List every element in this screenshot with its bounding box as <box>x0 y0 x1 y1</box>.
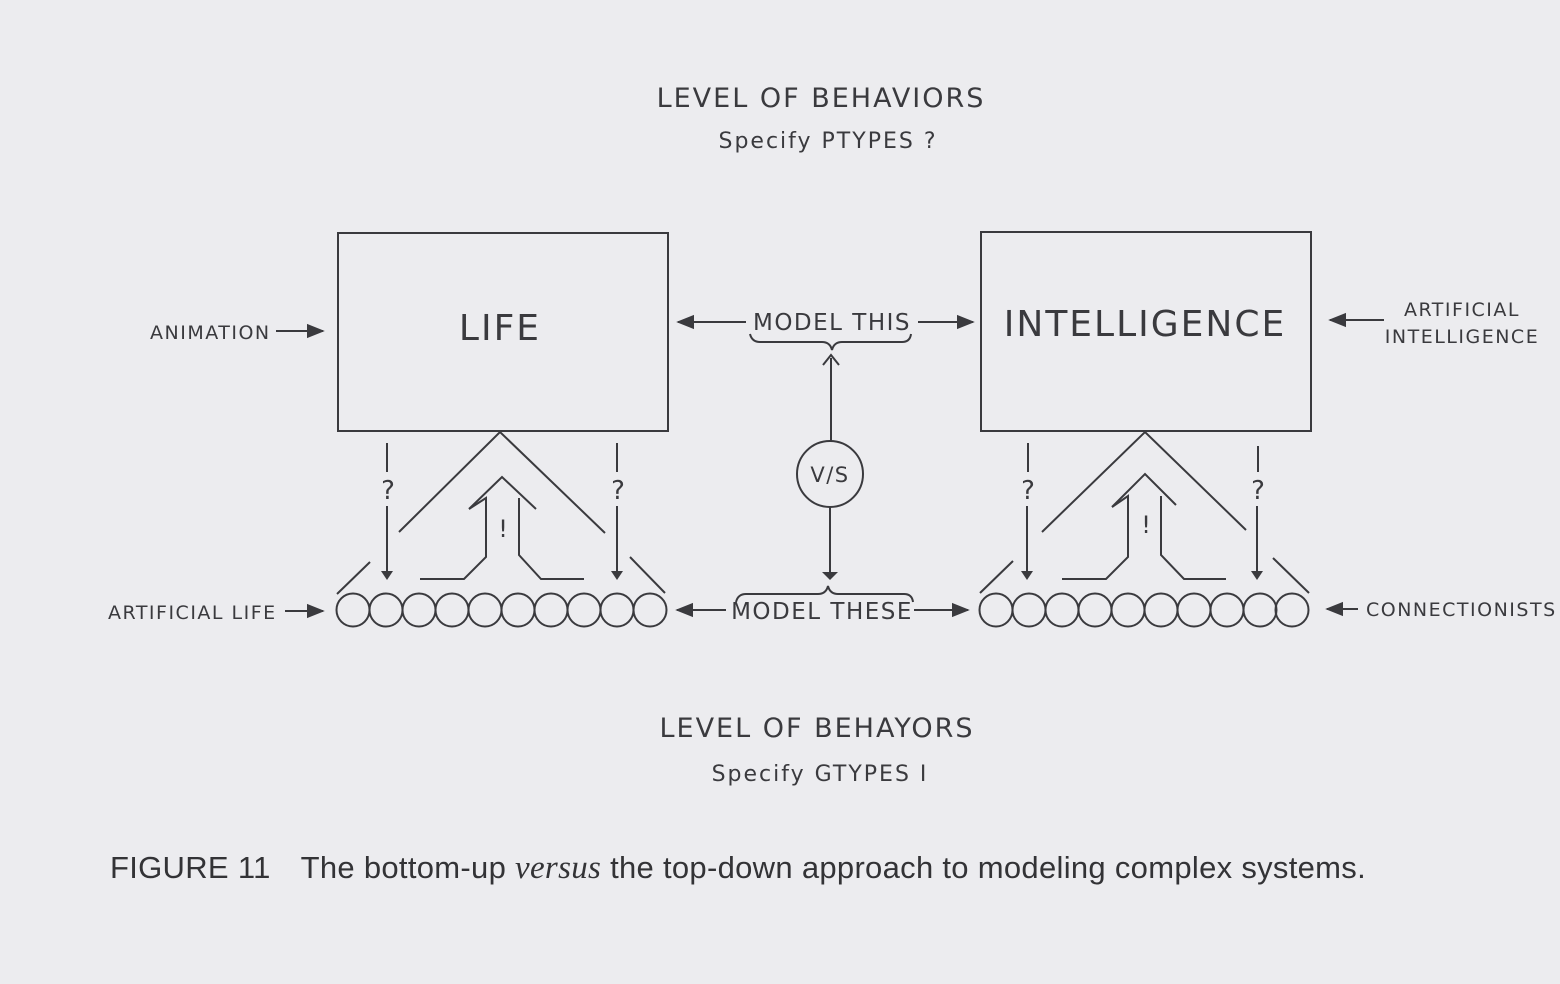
figure-number: FIGURE 11 <box>110 850 271 885</box>
life-exclaim-mark: ! <box>498 515 508 543</box>
vs-label: V/S <box>810 463 849 487</box>
model-this-connector: MODEL THIS <box>676 310 975 351</box>
ai-label-line2: INTELLIGENCE <box>1385 326 1539 348</box>
life-node-row <box>335 592 668 628</box>
model-this-label: MODEL THIS <box>753 310 911 336</box>
connectionists-label: CONNECTIONISTS <box>1366 599 1557 621</box>
life-box: LIFE <box>337 232 669 432</box>
caption-text-before: The bottom-up <box>300 850 516 885</box>
intelligence-box-label: INTELLIGENCE <box>1004 304 1286 345</box>
ai-label-line1: ARTIFICIAL <box>1404 299 1520 321</box>
life-right-question-mark: ? <box>611 476 625 506</box>
life-left-question-mark: ? <box>381 476 395 506</box>
life-hierarchy: ! ? ? <box>336 430 666 595</box>
figure-caption: FIGURE 11 The bottom-up versus the top-do… <box>110 845 1450 891</box>
bottom-level-title: LEVEL OF BEHAYORS <box>659 713 974 744</box>
intelligence-box: INTELLIGENCE <box>980 231 1312 432</box>
intelligence-node-row <box>978 592 1310 628</box>
vs-connector: V/S <box>796 353 864 580</box>
model-this-brace-icon <box>749 333 912 351</box>
intelligence-hierarchy: ! ? ? <box>979 430 1310 594</box>
top-level-subtitle: Specify PTYPES ? <box>719 129 938 154</box>
artificial-life-label: ARTIFICIAL LIFE <box>108 602 277 624</box>
top-level-title: LEVEL OF BEHAVIORS <box>657 83 986 114</box>
model-these-label: MODEL THESE <box>731 599 913 625</box>
caption-emphasis: versus <box>515 850 602 886</box>
model-these-brace-icon <box>735 585 914 603</box>
intelligence-right-question-mark: ? <box>1251 476 1265 506</box>
animation-label: ANIMATION <box>150 322 271 344</box>
caption-text-after: the top-down approach to modeling comple… <box>601 850 1367 885</box>
intelligence-exclaim-mark: ! <box>1141 511 1151 539</box>
intelligence-left-question-mark: ? <box>1021 476 1035 506</box>
life-box-label: LIFE <box>459 308 541 349</box>
bottom-level-subtitle: Specify GTYPES I <box>712 762 929 787</box>
model-these-connector: MODEL THESE <box>675 585 970 625</box>
